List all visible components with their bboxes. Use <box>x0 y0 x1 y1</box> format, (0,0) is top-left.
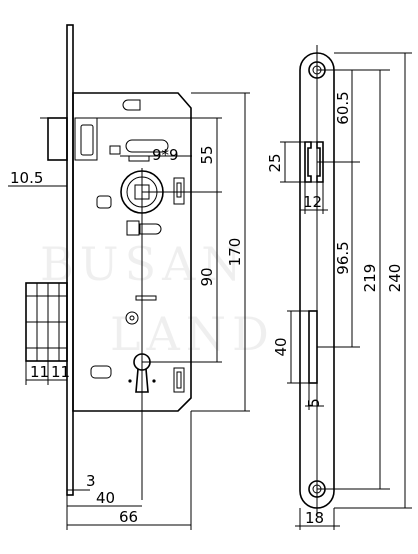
dim-40-slot-label: 40 <box>272 337 290 356</box>
dim-10-5-label: 10.5 <box>10 169 43 187</box>
bolt-slot <box>308 310 318 384</box>
dim-90-label: 90 <box>198 267 216 286</box>
dim-12-label: 12 <box>303 193 322 211</box>
dim-240-label: 240 <box>386 264 404 293</box>
dim-66-label: 66 <box>119 508 138 526</box>
mid-knob <box>125 311 139 325</box>
dim-60-5-label: 60.5 <box>334 91 352 124</box>
dim-55-label: 55 <box>198 145 216 164</box>
dim-3-label: 3 <box>86 472 96 490</box>
dim-11b-label: 11 <box>51 363 70 381</box>
dim-9x9-label: 9*9 <box>152 146 179 164</box>
right-dimension-lines <box>280 45 412 530</box>
faceplate-front-view: 60.5 25 12 96.5 219 240 40 5 18 <box>266 45 412 530</box>
watermark-line1: BUSAN <box>40 237 248 291</box>
dim-170-label: 170 <box>226 238 244 267</box>
dim-5-label: 5 <box>305 398 323 408</box>
watermark-line2: LAND <box>110 307 275 361</box>
dim-18-label: 18 <box>305 509 324 527</box>
latch-bolt <box>40 117 98 161</box>
left-dimension-lines <box>8 92 250 530</box>
deadbolt <box>25 282 68 362</box>
dim-40-bottom-label: 40 <box>96 489 115 507</box>
lock-side-view: 55 9*9 170 90 10.5 11 11 3 40 66 <box>8 24 250 530</box>
dim-96-5-label: 96.5 <box>334 241 352 274</box>
lock-body <box>72 92 192 412</box>
body-cutouts <box>90 99 185 393</box>
dim-11a-label: 11 <box>30 363 49 381</box>
dim-25-label: 25 <box>266 153 284 172</box>
dim-219-label: 219 <box>361 264 379 293</box>
